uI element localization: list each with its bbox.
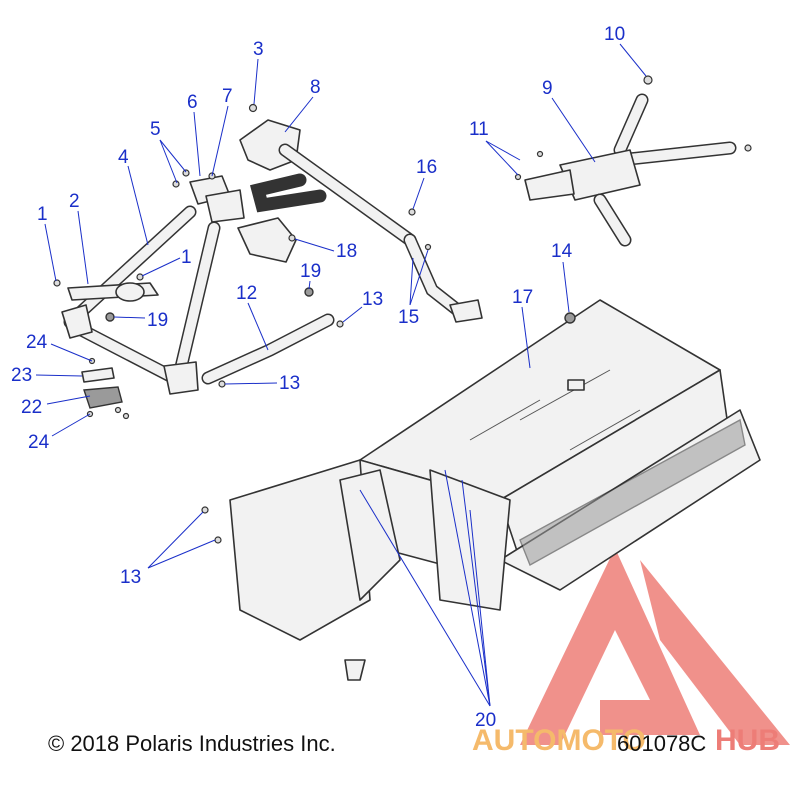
watermark-brand-right: HUB: [715, 724, 780, 757]
callout-19b: 19: [113, 310, 168, 331]
callout-label: 20: [475, 710, 496, 731]
main-chassis: [201, 299, 761, 681]
callout-2: 2: [69, 191, 89, 285]
upper-bracket-assembly: [172, 169, 314, 297]
callout-label: 9: [542, 78, 553, 99]
figure-id: 601078C: [617, 731, 707, 756]
callout-7: 7: [211, 86, 233, 177]
automotohub-watermark-logo: AUTOMOTO HUB: [472, 548, 790, 757]
callout-1a: 1: [37, 204, 57, 282]
callout-13b: 13: [224, 373, 300, 394]
front-a-arm-assembly: [53, 205, 221, 395]
callout-label: 24: [26, 332, 48, 353]
callout-label: 10: [604, 24, 625, 45]
callout-5: 5: [150, 119, 187, 184]
callout-label: 2: [69, 191, 80, 212]
callout-label: 22: [21, 397, 42, 418]
rear-steering-column: [514, 75, 752, 247]
callout-label: 16: [416, 157, 437, 178]
callout-16: 16: [412, 157, 437, 210]
callout-20: 20: [359, 469, 496, 731]
callout-label: 13: [279, 373, 300, 394]
callout-4: 4: [118, 147, 149, 246]
callout-9: 9: [542, 78, 596, 163]
callout-label: 13: [120, 567, 141, 588]
callout-label: 11: [469, 119, 489, 140]
callout-label: 19: [147, 310, 168, 331]
callout-6: 6: [187, 92, 201, 177]
callout-label: 7: [222, 86, 233, 107]
callout-label: 3: [253, 39, 264, 60]
callout-13a: 13: [342, 289, 383, 323]
copyright-notice: © 2018 Polaris Industries Inc.: [48, 731, 336, 756]
callout-label: 8: [310, 77, 321, 98]
callout-label: 19: [300, 261, 321, 282]
callout-17: 17: [512, 287, 533, 369]
callout-label: 18: [336, 241, 357, 262]
callout-label: 5: [150, 119, 161, 140]
callout-label: 15: [398, 307, 419, 328]
callout-11: 11: [469, 119, 521, 176]
callout-label: 1: [181, 247, 192, 268]
callout-12: 12: [236, 283, 269, 351]
steering-post-frame: [239, 103, 483, 323]
callout-8: 8: [284, 77, 321, 133]
watermark-brand-left: AUTOMOTO: [472, 724, 646, 757]
callout-label: 13: [362, 289, 383, 310]
callout-label: 24: [28, 432, 50, 453]
callout-22: 22: [21, 395, 91, 418]
callout-label: 14: [551, 241, 573, 262]
callout-14: 14: [551, 241, 573, 313]
callout-label: 4: [118, 147, 129, 168]
callout-23: 23: [11, 365, 83, 386]
callout-24a: 24: [26, 332, 93, 362]
callout-label: 6: [187, 92, 198, 113]
callout-13c: 13: [120, 511, 216, 588]
callout-3: 3: [253, 39, 264, 105]
callout-label: 17: [512, 287, 533, 308]
tie-rod: [201, 313, 344, 388]
callout-24b: 24: [28, 413, 91, 453]
skid-plate-parts: [81, 357, 130, 420]
callout-10: 10: [604, 24, 647, 77]
callout-1b: 1: [141, 247, 192, 277]
callout-label: 12: [236, 283, 257, 304]
callout-label: 1: [37, 204, 48, 225]
callout-15: 15: [398, 249, 429, 328]
callout-18: 18: [294, 238, 357, 262]
callout-label: 23: [11, 365, 32, 386]
callout-19a: 19: [300, 261, 321, 290]
